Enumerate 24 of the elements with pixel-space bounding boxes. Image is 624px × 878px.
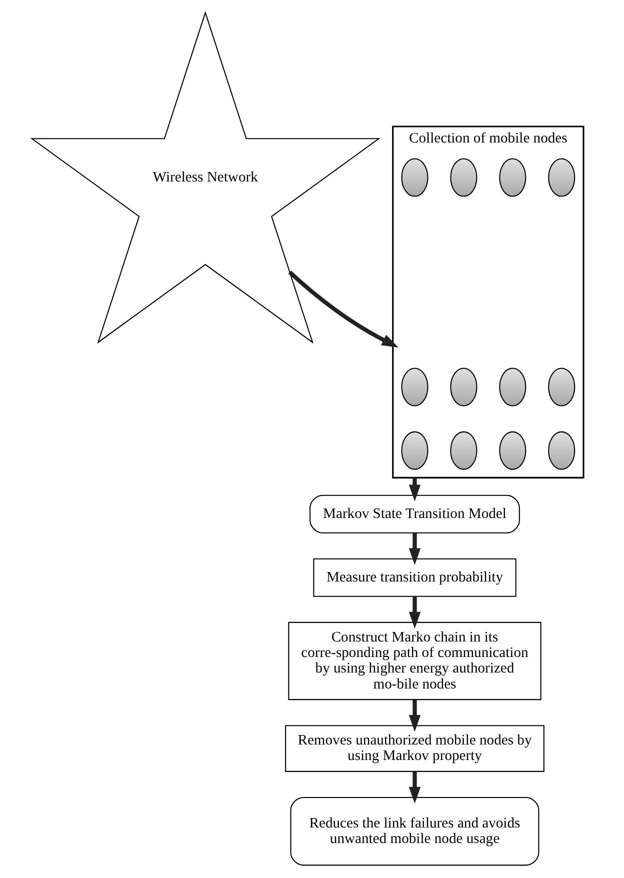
node-box: Removes unauthorized mobile nodes by using Markov property	[285, 725, 544, 772]
node-box: Reduces the link failures and avoids unwanted mobile node usage	[290, 796, 540, 866]
node-ellipse	[548, 431, 576, 470]
arrow	[408, 596, 421, 629]
cluster: Collection of mobile nodes	[392, 126, 584, 478]
node-ellipse	[548, 368, 576, 406]
node-ellipse	[499, 158, 526, 197]
node-box: Construct Marko chain in its corre-sponding path of communication by using higher energy authorized mo-bile nodes	[288, 622, 542, 700]
node-ellipse	[450, 158, 478, 197]
arrow	[408, 532, 421, 565]
node-box: Markov State Transition Model	[310, 494, 520, 534]
node-box: Measure transition probability	[313, 558, 516, 597]
node-ellipse	[401, 431, 428, 470]
node-ellipse	[401, 368, 428, 406]
node-ellipse	[450, 368, 478, 406]
node-ellipse	[499, 431, 526, 470]
arrow	[408, 478, 421, 502]
node-ellipse	[499, 368, 526, 406]
arrow	[408, 772, 421, 804]
arrow	[408, 700, 421, 732]
arrow	[288, 270, 399, 348]
node-ellipse	[450, 431, 478, 470]
node-ellipse	[401, 158, 428, 197]
node-ellipse	[548, 158, 576, 197]
